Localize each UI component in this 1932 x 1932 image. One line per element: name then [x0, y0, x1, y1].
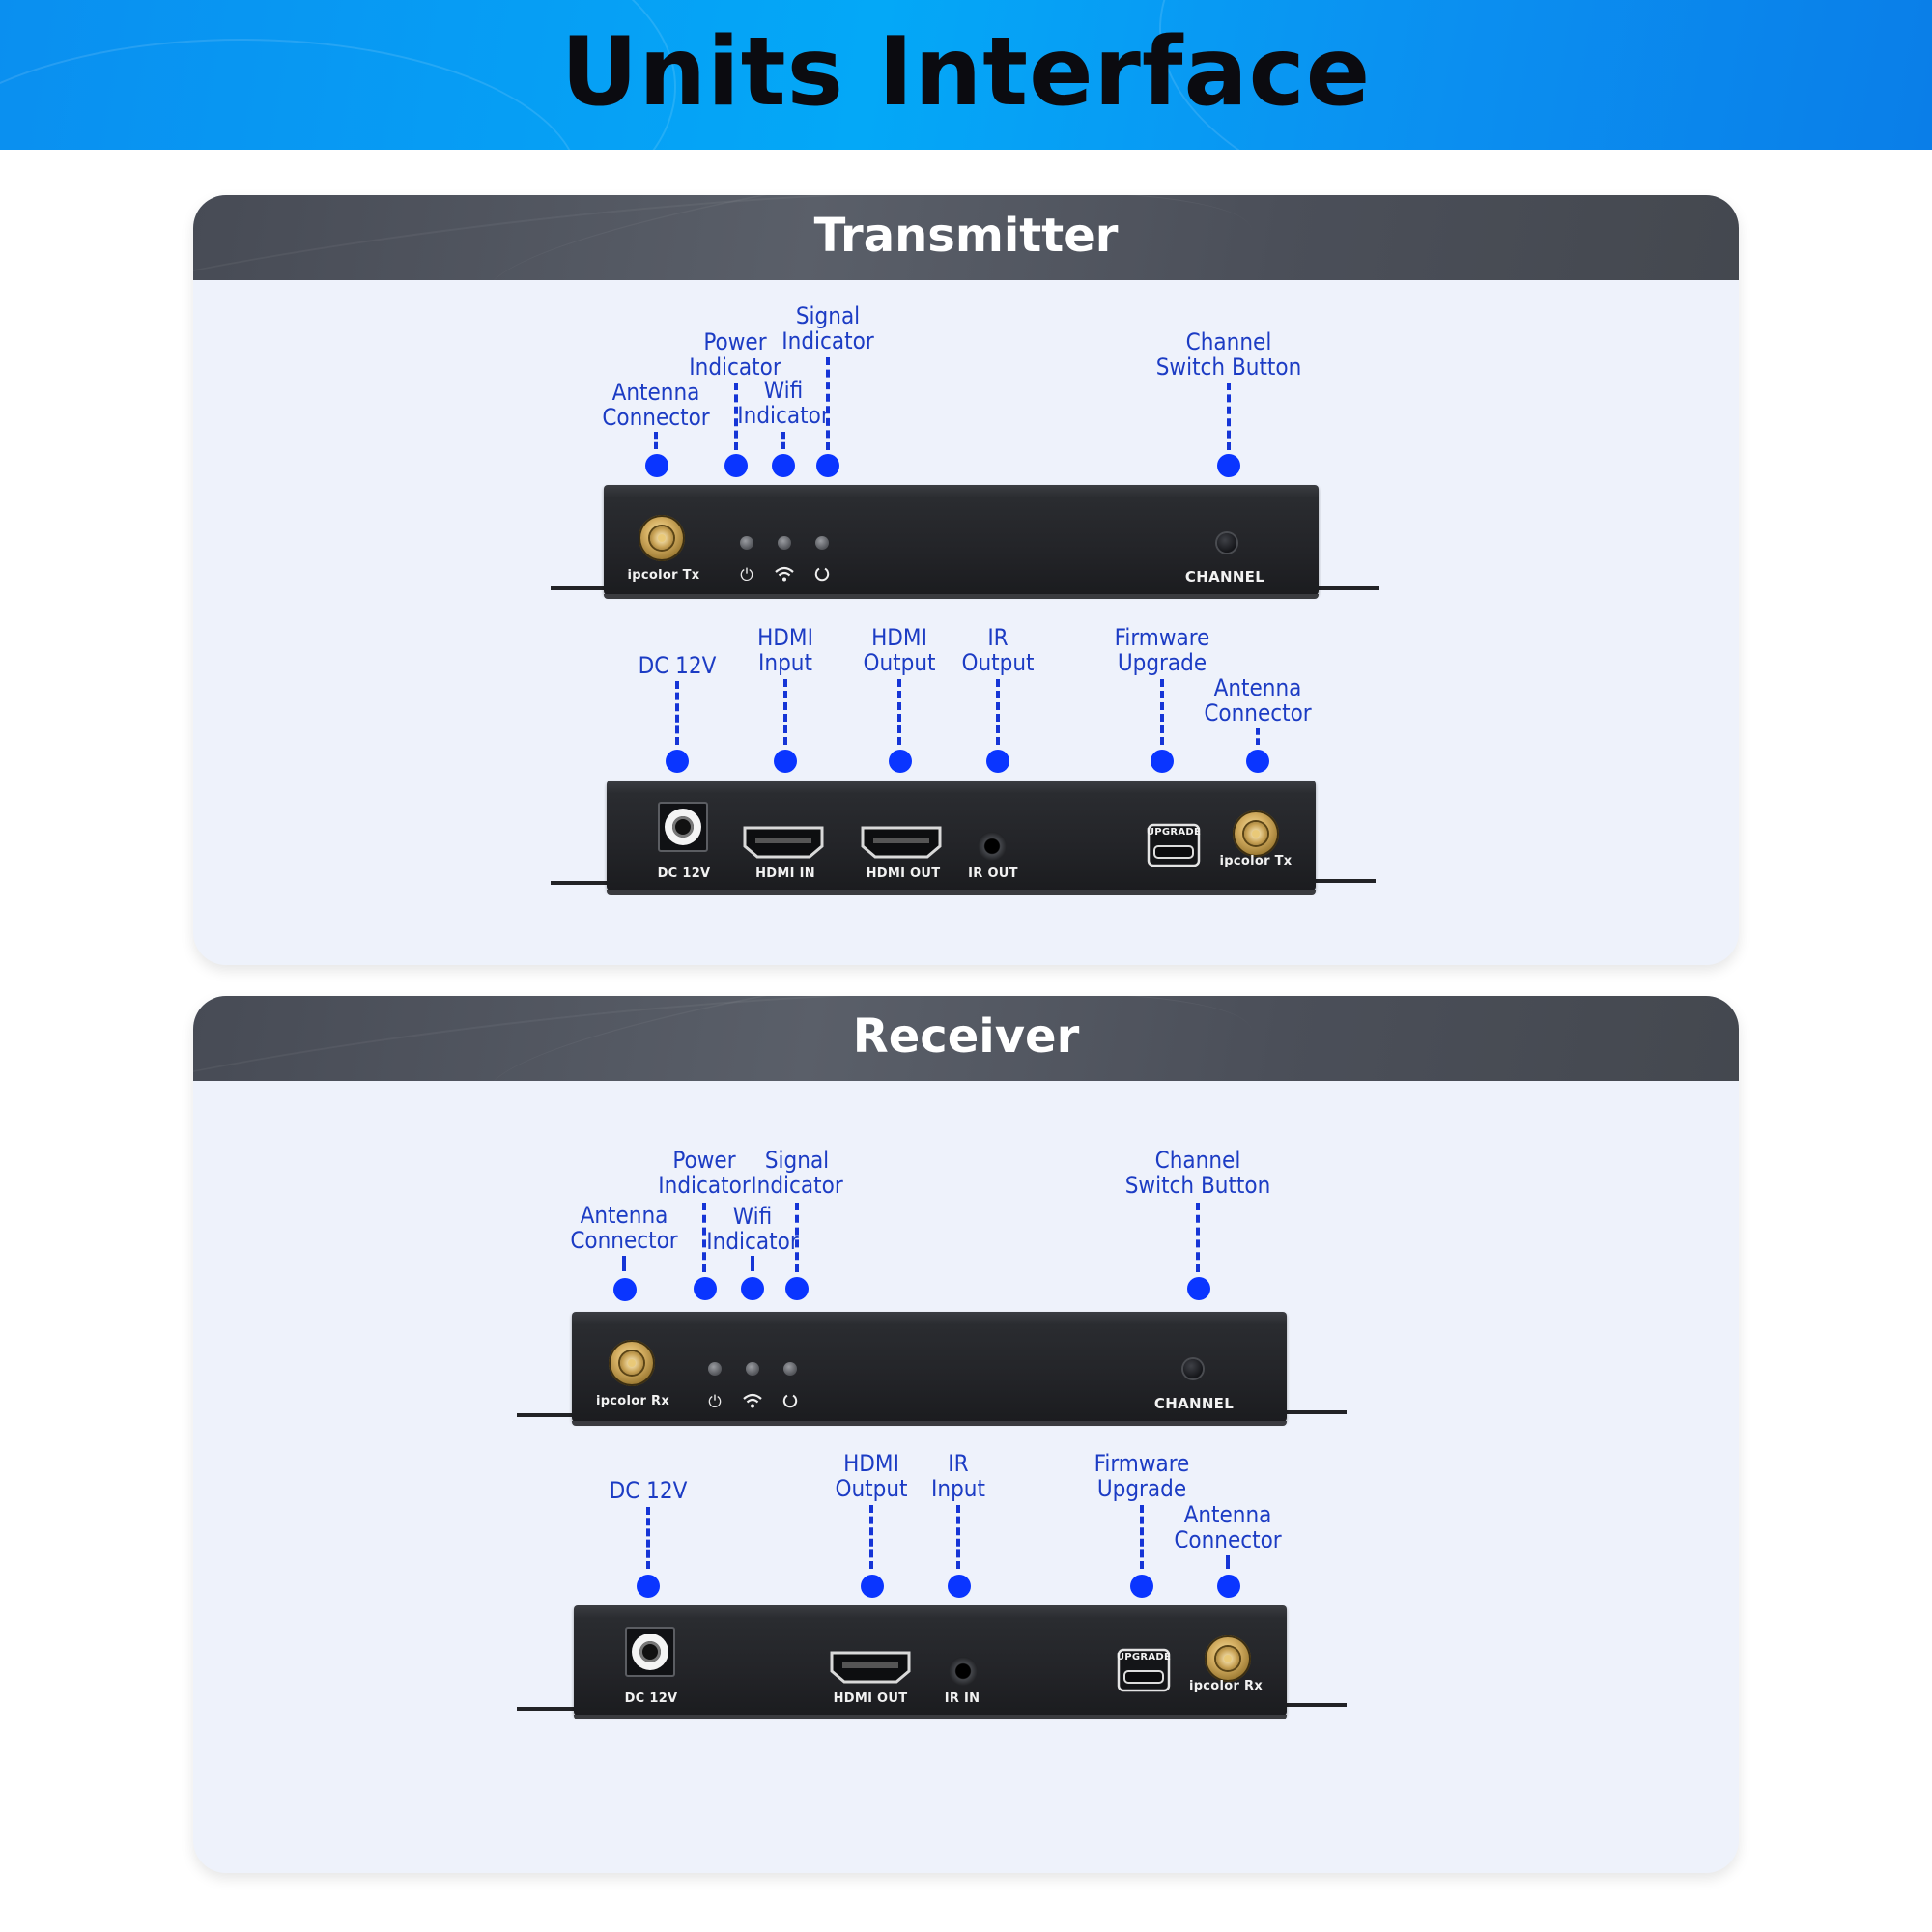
receiver-title: Receiver [852, 1009, 1080, 1064]
rx-antenna-connector-marker [613, 1278, 637, 1301]
tx-rear-antenna-marker [1246, 750, 1269, 773]
power-icon: ⏻ [740, 565, 753, 585]
wifi-icon [742, 1393, 763, 1412]
tx-power-indicator-marker [724, 454, 748, 477]
rx-channel-switch-marker [1187, 1277, 1210, 1300]
tx-channel-switch-marker [1217, 454, 1240, 477]
tx-signal-led [815, 536, 829, 550]
power-icon: ⏻ [708, 1392, 722, 1412]
rx-dc-marker [637, 1575, 660, 1598]
rx-power-indicator-marker [694, 1277, 717, 1300]
rx-brand-label: ipcolor Rx [595, 1394, 670, 1408]
rx-firmware-upgrade-marker [1130, 1575, 1153, 1598]
title-banner: Units Interface [0, 0, 1932, 150]
tx-hdmi-in-silk: HDMI IN [755, 867, 815, 881]
tx-dc-jack[interactable] [658, 802, 708, 852]
rx-upgrade-port[interactable] [1117, 1648, 1171, 1692]
tx-dc-label: DC 12V [638, 652, 717, 679]
receiver-front-panel: ipcolor Rx ⏻ CHANNEL [572, 1312, 1287, 1426]
tx-hdmi-input-marker [774, 750, 797, 773]
transmitter-rear-panel: DC 12V HDMI IN HDMI OUT IR OUT UPGRADE i… [607, 781, 1316, 895]
tx-antenna-connector-marker [645, 454, 668, 477]
tx-antenna-connector[interactable] [639, 515, 685, 561]
tx-dc-silk: DC 12V [657, 867, 711, 881]
tx-power-led [740, 536, 753, 550]
rx-hdmi-out-silk: HDMI OUT [833, 1691, 908, 1706]
rx-channel-silk: CHANNEL [1153, 1395, 1235, 1412]
receiver-panel: Receiver [193, 996, 1739, 1873]
rx-hdmi-out-port[interactable] [829, 1650, 912, 1685]
tx-hdmi-out-silk: HDMI OUT [866, 867, 941, 881]
rx-power-led [708, 1362, 722, 1376]
rx-dc-jack[interactable] [625, 1627, 675, 1677]
tx-hdmi-out-port[interactable] [860, 825, 943, 860]
rx-rear-brand-silk: ipcolor Rx [1188, 1679, 1264, 1693]
tx-firmware-upgrade-marker [1151, 750, 1174, 773]
receiver-header: Receiver [193, 996, 1739, 1081]
rx-antenna-connector[interactable] [609, 1340, 655, 1386]
rx-hdmi-output-marker [861, 1575, 884, 1598]
receiver-rear-panel: DC 12V HDMI OUT IR IN UPGRADE ipcolor Rx [574, 1605, 1287, 1719]
rx-ir-in-jack[interactable] [949, 1657, 978, 1686]
tx-ir-out-jack[interactable] [978, 832, 1007, 861]
signal-ring-icon [814, 566, 830, 585]
transmitter-header: Transmitter [193, 195, 1739, 280]
rx-ir-input-marker [948, 1575, 971, 1598]
rx-signal-led [783, 1362, 797, 1376]
tx-wifi-indicator-marker [772, 454, 795, 477]
rx-upgrade-silk: UPGRADE [1116, 1652, 1172, 1662]
rx-channel-button[interactable] [1183, 1359, 1203, 1378]
rx-signal-indicator-marker [785, 1277, 809, 1300]
tx-brand-label: ipcolor Tx [627, 568, 700, 582]
rx-wifi-indicator-marker [741, 1277, 764, 1300]
tx-rear-brand-silk: ipcolor Tx [1219, 854, 1293, 868]
transmitter-title: Transmitter [813, 209, 1119, 263]
tx-upgrade-silk: UPGRADE [1146, 827, 1202, 838]
tx-hdmi-in-port[interactable] [742, 825, 825, 860]
transmitter-front-panel: ipcolor Tx ⏻ CHANNEL [604, 485, 1319, 599]
rx-wifi-led [746, 1362, 759, 1376]
tx-hdmi-output-marker [889, 750, 912, 773]
tx-dc-marker [666, 750, 689, 773]
rx-ir-silk: IR IN [944, 1691, 980, 1706]
tx-ir-output-marker [986, 750, 1009, 773]
rx-dc-label: DC 12V [609, 1477, 688, 1504]
tx-wifi-led [778, 536, 791, 550]
tx-channel-silk: CHANNEL [1184, 568, 1265, 585]
rx-rear-antenna-marker [1217, 1575, 1240, 1598]
wifi-icon [774, 566, 795, 585]
tx-signal-indicator-marker [816, 454, 839, 477]
signal-ring-icon [782, 1393, 798, 1412]
tx-upgrade-port[interactable] [1147, 823, 1201, 867]
tx-ir-silk: IR OUT [968, 867, 1018, 881]
rx-dc-silk: DC 12V [624, 1691, 678, 1706]
page-title: Units Interface [560, 17, 1372, 128]
tx-channel-button[interactable] [1217, 533, 1236, 553]
rx-rear-antenna-connector[interactable] [1205, 1635, 1251, 1682]
tx-rear-antenna-connector[interactable] [1233, 810, 1279, 857]
